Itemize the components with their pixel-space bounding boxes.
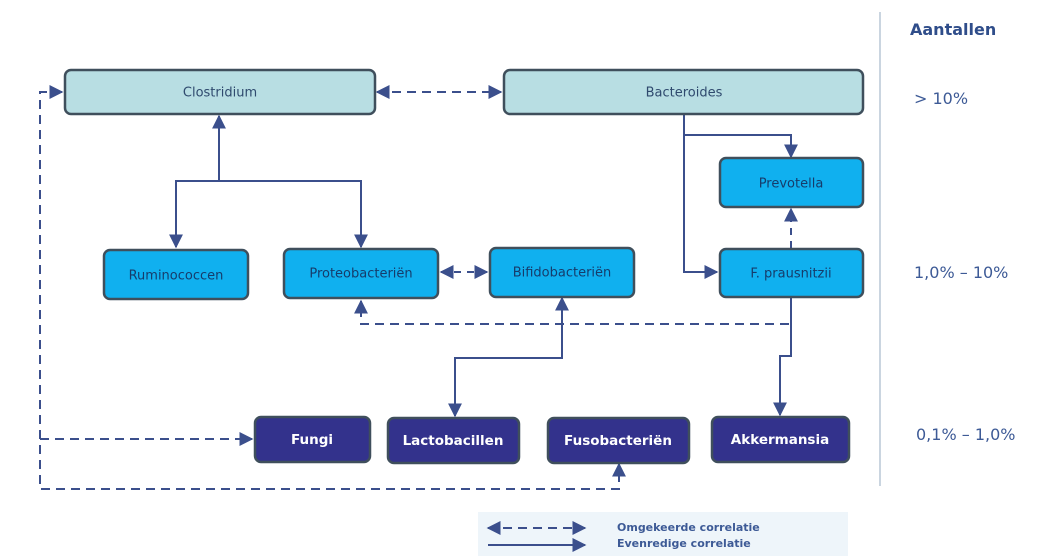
- node-clostridium-label: Clostridium: [183, 86, 257, 101]
- legend-inverse-text: Omgekeerde correlatie: [617, 521, 760, 534]
- node-lactobacillen-label: Lactobacillen: [403, 433, 504, 449]
- node-bacteroides-label: Bacteroides: [646, 86, 723, 101]
- node-prevotella-label: Prevotella: [759, 177, 824, 192]
- connectors: [39, 85, 798, 552]
- level-title: Aantallen: [910, 20, 997, 39]
- edge-ruminococcen-proteobacterien: [169, 180, 368, 249]
- edge-bacteroides-prevotella: [683, 114, 798, 159]
- node-fprausnitzii: F. prausnitzii: [718, 247, 865, 299]
- node-akkermansia-label: Akkermansia: [731, 432, 829, 448]
- node-bifidobacterien-label: Bifidobacteriën: [513, 266, 612, 281]
- node-fprausnitzii-label: F. prausnitzii: [750, 267, 831, 282]
- node-lactobacillen: Lactobacillen: [386, 416, 521, 465]
- node-proteobacterien: Proteobacteriën: [282, 247, 440, 300]
- node-proteobacterien-label: Proteobacteriën: [309, 267, 412, 282]
- node-akkermansia: Akkermansia: [710, 415, 851, 464]
- node-fungi-label: Fungi: [291, 432, 333, 448]
- node-fusobacterien-label: Fusobacteriën: [564, 433, 672, 449]
- edge-bifido-lactobacillen: [448, 296, 569, 418]
- edge-clostridium-fusobacterien: [39, 85, 626, 490]
- legend-proportional-text: Evenredige correlatie: [617, 537, 751, 550]
- level-mid-label: 1,0% – 10%: [914, 263, 1009, 282]
- node-ruminococcen: Ruminococcen: [102, 248, 250, 301]
- edge-fprausnitzii-akkermansia: [773, 296, 792, 417]
- node-fusobacterien: Fusobacteriën: [546, 416, 691, 465]
- node-clostridium: Clostridium: [63, 68, 377, 116]
- node-ruminococcen-label: Ruminococcen: [129, 269, 224, 284]
- level-low-label: 0,1% – 1,0%: [916, 425, 1016, 444]
- level-high-label: > 10%: [914, 89, 969, 108]
- edge-fprausnitzii-proteobacterien: [354, 296, 792, 325]
- node-prevotella: Prevotella: [718, 156, 865, 209]
- node-bacteroides: Bacteroides: [502, 68, 865, 116]
- node-bifidobacterien: Bifidobacteriën: [488, 246, 636, 299]
- node-fungi: Fungi: [253, 415, 372, 464]
- edge-bacteroides-fprausnitzii: [683, 135, 719, 279]
